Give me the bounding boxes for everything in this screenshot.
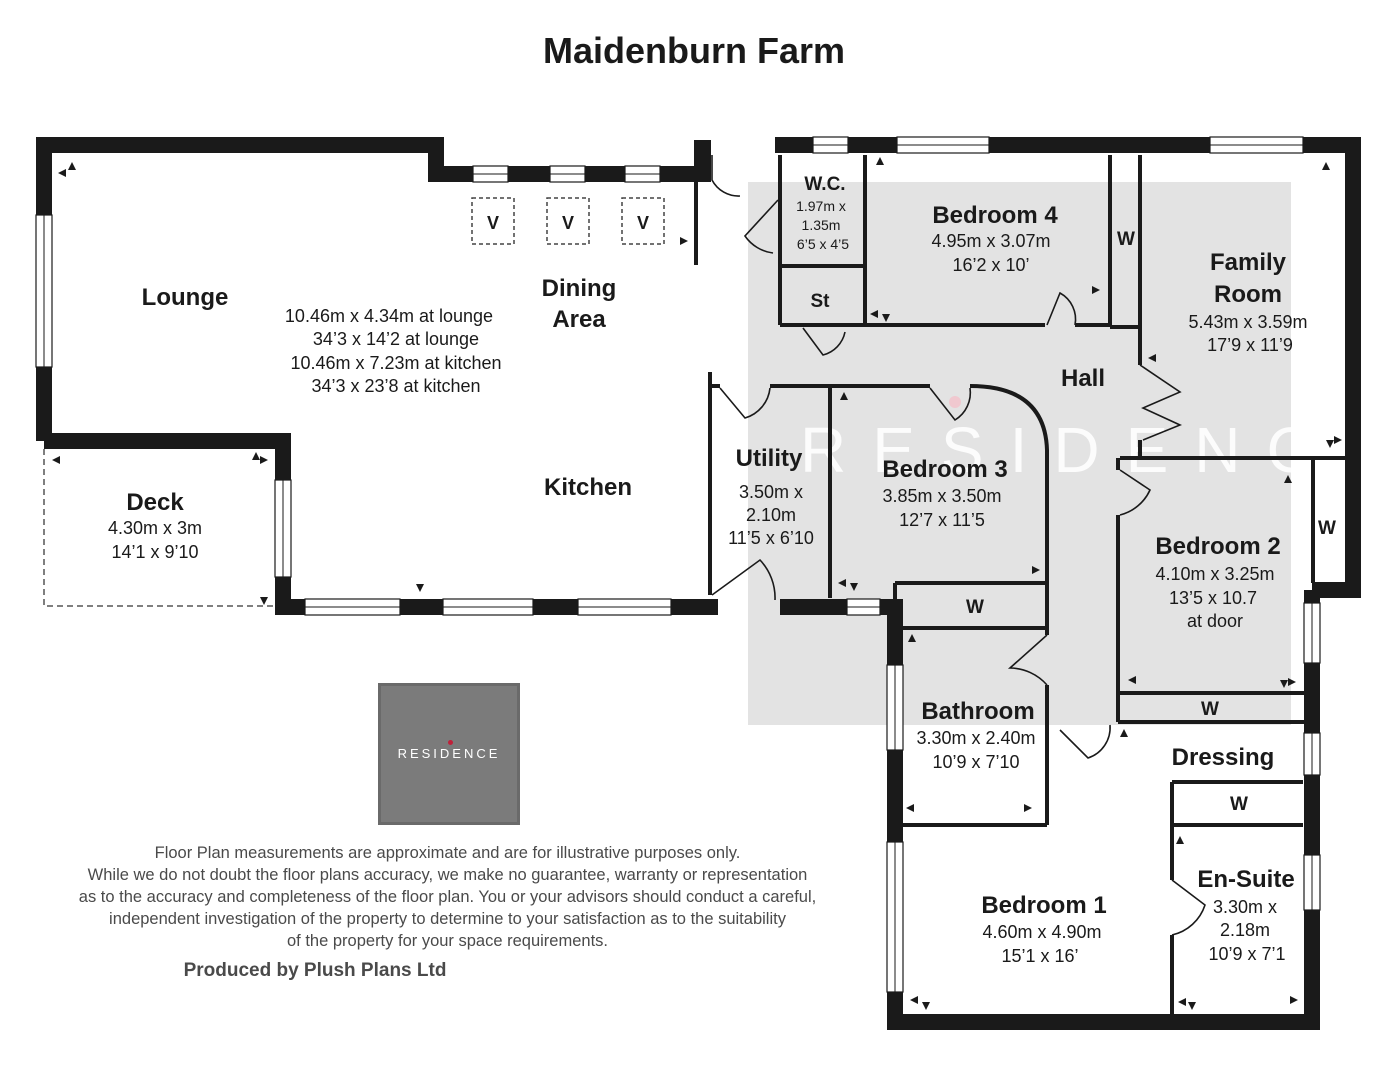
store-label: St [811,291,831,312]
wardrobe-label-bedroom3: W [966,597,984,618]
velux-label-3: V [637,213,649,233]
residence-logo: RESIDENCE [378,683,520,825]
disclaimer-line-2: While we do not doubt the floor plans ac… [87,866,808,884]
open-plan-dim-1: 10.46m x 4.34m at lounge [285,306,493,326]
bedroom1-dim-imperial: 15’1 x 16’ [1001,946,1078,966]
wardrobe-label-dressing-2: W [1230,794,1248,815]
dressing-label: Dressing [1172,744,1275,771]
open-plan-dim-3: 10.46m x 7.23m at kitchen [290,353,501,373]
lounge-label: Lounge [142,284,229,311]
bedroom4-label: Bedroom 4 [932,202,1058,229]
bedroom3-dim-metric: 3.85m x 3.50m [882,486,1001,506]
bedroom3-label: Bedroom 3 [882,456,1007,483]
ensuite-dim-2: 2.18m [1220,920,1270,940]
bedroom1-label: Bedroom 1 [981,892,1106,919]
deck-dim-imperial: 14’1 x 9’10 [111,542,198,562]
bedroom2-dim-note: at door [1187,611,1243,631]
watermark-dot [949,396,961,408]
velux-label-1: V [487,213,499,233]
bedroom4-dim-imperial: 16’2 x 10’ [952,255,1029,275]
utility-dim-1: 3.50m x [739,482,803,502]
disclaimer-line-1: Floor Plan measurements are approximate … [154,844,741,862]
family-room-dim-metric: 5.43m x 3.59m [1188,312,1307,332]
measurement-markers [52,157,1342,1010]
bathroom-label: Bathroom [921,698,1034,725]
disclaimer-line-3: as to the accuracy and completeness of t… [78,888,817,906]
dining-label-line1: Dining [542,275,617,302]
ensuite-dim-3: 10’9 x 7’1 [1208,944,1285,964]
wc-dim-3: 6’5 x 4’5 [797,236,849,252]
interior-walls [694,140,1345,1015]
family-room-dim-imperial: 17’9 x 11’9 [1207,335,1293,355]
bathroom-dim-imperial: 10’9 x 7’10 [932,752,1019,772]
bathroom-dim-metric: 3.30m x 2.40m [916,728,1035,748]
ensuite-label: En-Suite [1197,866,1294,893]
bedroom2-dim-metric: 4.10m x 3.25m [1155,564,1274,584]
wardrobe-label-bedroom2: W [1318,518,1336,539]
utility-dim-3: 11’5 x 6’10 [728,528,814,548]
bedroom1-dim-metric: 4.60m x 4.90m [982,922,1101,942]
wc-label: W.C. [804,174,845,195]
watermark-text: RESIDENCE [800,414,1388,486]
ensuite-dim-1: 3.30m x [1213,897,1277,917]
kitchen-label: Kitchen [544,474,632,501]
family-room-label-line2: Room [1214,281,1282,308]
wardrobe-label-dressing-1: W [1201,699,1219,720]
velux-label-2: V [562,213,574,233]
bedroom4-dim-metric: 4.95m x 3.07m [931,231,1050,251]
deck-dim-metric: 4.30m x 3m [108,518,202,538]
page-title: Maidenburn Farm [542,30,846,71]
bedroom2-label: Bedroom 2 [1155,533,1280,560]
disclaimer-line-4: independent investigation of the propert… [109,910,786,928]
wc-dim-1: 1.97m x [796,198,846,214]
door-swings [711,155,1206,936]
wardrobe-labels: W W W W W [966,229,1336,815]
bedroom3-dim-imperial: 12’7 x 11’5 [899,510,985,530]
watermark-panel [748,182,1291,725]
open-plan-dim-4: 34’3 x 23’8 at kitchen [311,376,480,396]
disclaimer: Floor Plan measurements are approximate … [20,842,875,952]
utility-dim-2: 2.10m [746,505,796,525]
logo-dot [448,740,453,745]
logo-text: RESIDENCE [397,746,501,761]
produced-by: Produced by Plush Plans Ltd [183,960,447,981]
family-room-label-line1: Family [1210,249,1287,276]
dining-label-line2: Area [552,306,606,333]
hall-label: Hall [1061,365,1105,392]
velux-labels: V V V [487,213,649,233]
bedroom2-dim-imperial: 13’5 x 10.7 [1169,588,1257,608]
room-labels: Lounge Dining Area 10.46m x 4.34m at lou… [108,174,1308,966]
deck-outline [43,449,275,607]
deck-label: Deck [126,489,184,516]
open-plan-dim-2: 34’3 x 14’2 at lounge [313,329,479,349]
disclaimer-line-5: of the property for your space requireme… [287,932,608,950]
velux-windows [471,197,665,245]
window-centerlines [43,144,1313,992]
wardrobe-label-bedroom4: W [1117,229,1135,250]
wc-dim-2: 1.35m [802,217,841,233]
utility-label: Utility [736,445,803,472]
